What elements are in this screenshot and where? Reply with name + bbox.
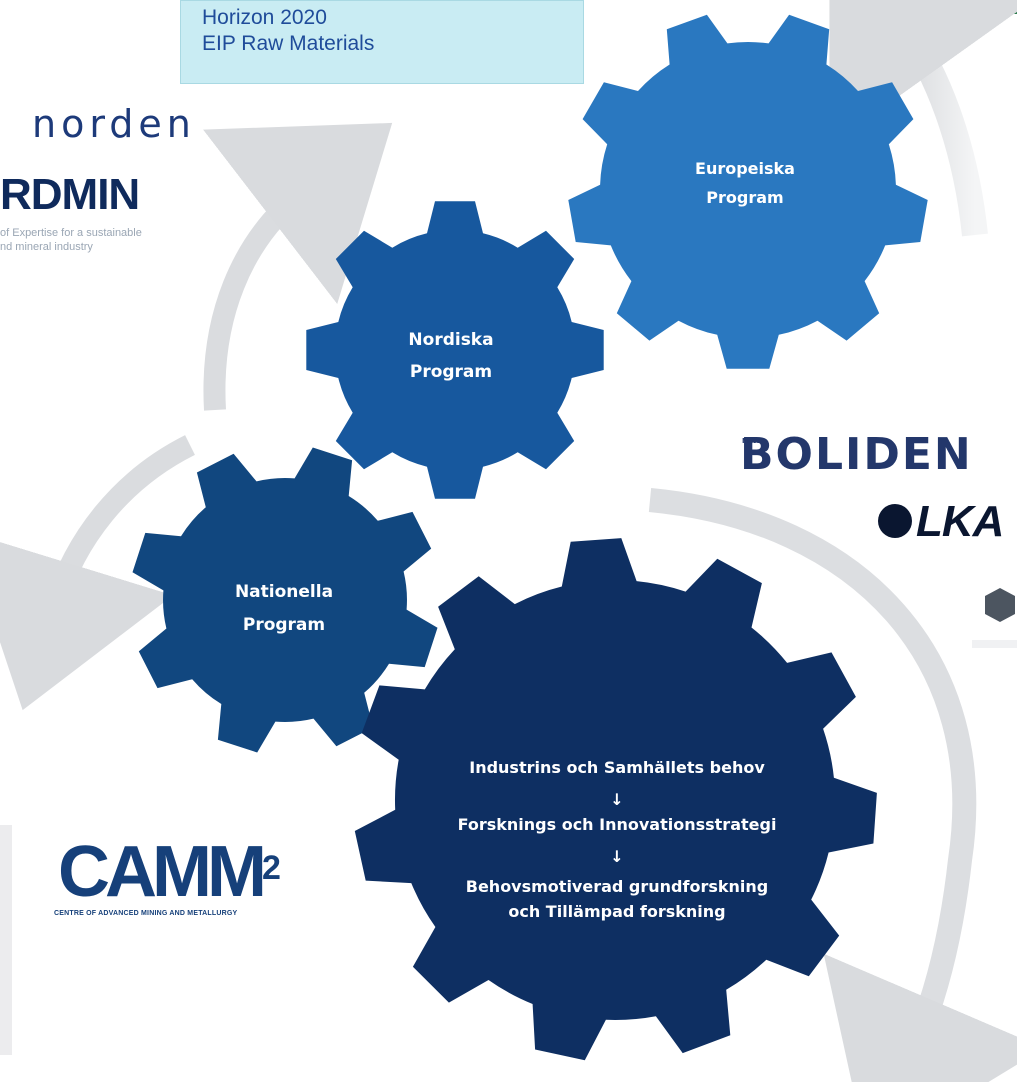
- camm2-logo-superscript: 2: [261, 849, 281, 887]
- svg-text:Europeiska: Europeiska: [695, 159, 795, 178]
- svg-text:Program: Program: [410, 362, 492, 382]
- svg-text:↓: ↓: [610, 847, 623, 866]
- curved-arrow-bottom-right: [648, 488, 1017, 1082]
- gear-nordic-programs: [306, 201, 604, 499]
- lkab-logo-text: LKA: [916, 497, 1004, 546]
- camm2-tagline: CENTRE OF ADVANCED MINING AND METALLURGY: [54, 910, 238, 917]
- boliden-logo: BOLIDEN: [740, 429, 973, 480]
- right-edge-panel: [972, 640, 1017, 648]
- svg-text:Program: Program: [243, 615, 325, 635]
- svg-text:Industrins och Samhällets beho: Industrins och Samhällets behov: [469, 758, 765, 777]
- left-edge-panel: [0, 825, 12, 1055]
- nordmin-tagline-line1: of Expertise for a sustainable: [0, 227, 142, 239]
- svg-text:Nordiska: Nordiska: [408, 330, 493, 350]
- corner-logo-fragment: [1000, 0, 1017, 14]
- boliden-side-mark: NEW: [742, 437, 761, 445]
- gear-european-programs: [568, 14, 928, 369]
- gear-european-label: Europeiska Program: [695, 159, 795, 207]
- curved-arrow-middle-left: [203, 122, 393, 411]
- norden-logo: norden: [32, 102, 196, 146]
- svg-text:Program: Program: [706, 188, 783, 207]
- nordmin-tagline: of Expertise for a sustainable nd minera…: [0, 226, 210, 254]
- gear-national-programs: [132, 447, 438, 753]
- nordmin-tagline-line2: nd mineral industry: [0, 241, 93, 253]
- callout-line-eip: EIP Raw Materials: [202, 32, 375, 55]
- svg-text:Behovsmotiverad grundforskning: Behovsmotiverad grundforskning: [466, 877, 768, 896]
- curved-arrow-top-right: [829, 0, 1017, 237]
- partial-hexagon-logo: [985, 588, 1015, 622]
- lkab-swoosh-icon: [878, 504, 912, 539]
- svg-text:↓: ↓: [610, 790, 623, 809]
- svg-text:Nationella: Nationella: [235, 582, 333, 602]
- gear-national-label: Nationella Program: [235, 582, 333, 635]
- gear-industry-needs: [354, 538, 877, 1061]
- camm2-logo-text: CAMM: [58, 832, 267, 912]
- gear-nordic-label: Nordiska Program: [408, 330, 493, 382]
- gear-industry-label: Industrins och Samhällets behov ↓ Forskn…: [458, 758, 777, 921]
- svg-text:Forsknings och Innovationsstra: Forsknings och Innovationsstrategi: [458, 815, 777, 834]
- horizon-callout: Horizon 2020 EIP Raw Materials: [180, 0, 584, 84]
- camm2-logo: CAMM2: [58, 836, 281, 908]
- nordmin-logo: RDMIN: [0, 170, 140, 219]
- curved-arrow-bottom-left: [0, 435, 195, 711]
- callout-line-horizon: Horizon 2020: [202, 6, 327, 29]
- svg-text:och Tillämpad forskning: och Tillämpad forskning: [508, 902, 725, 921]
- lkab-logo: LKA: [878, 497, 1004, 546]
